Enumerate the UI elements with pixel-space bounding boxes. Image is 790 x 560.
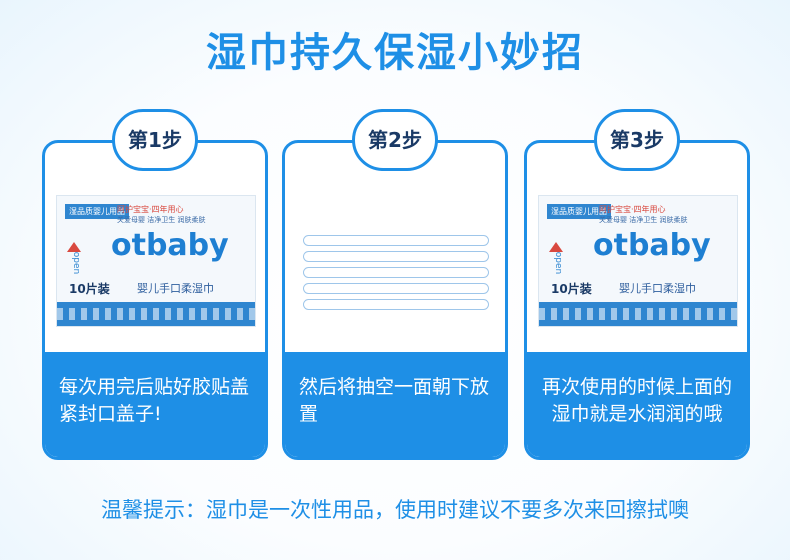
- open-arrow-icon: [549, 242, 563, 252]
- step-badge-1: 第1步: [112, 109, 198, 171]
- step-caption: 然后将抽空一面朝下放置: [285, 352, 505, 457]
- package-band: [539, 302, 737, 326]
- package-tag: 湿品质婴儿用品: [65, 204, 129, 219]
- step-caption: 每次用完后贴好胶贴盖紧封口盖子!: [45, 352, 265, 457]
- step-card-2: 然后将抽空一面朝下放置: [282, 140, 508, 460]
- wipes-package: 湿品质婴儿用品 阿护宝宝·四年用心 关爱母婴 洁净卫生 润肤柔肤 open ot…: [538, 195, 738, 327]
- step-card-1: 湿品质婴儿用品 阿护宝宝·四年用心 关爱母婴 洁净卫生 润肤柔肤 open ot…: [42, 140, 268, 460]
- page-title: 湿巾持久保湿小妙招: [206, 30, 584, 76]
- package-count: 10片装: [551, 282, 592, 296]
- package-band: [57, 302, 255, 326]
- brand-logo: otbaby: [111, 228, 229, 263]
- wipe-sheet: [303, 267, 489, 278]
- open-arrow-icon: [67, 242, 81, 252]
- wipe-sheet: [303, 299, 489, 310]
- package-slogan2: 关爱母婴 洁净卫生 润肤柔肤: [117, 216, 206, 224]
- product-name: 婴儿手口柔湿巾: [619, 282, 696, 295]
- step-badge-3: 第3步: [594, 109, 680, 171]
- open-label: open: [71, 251, 82, 275]
- wipe-sheet: [303, 235, 489, 246]
- package-tag: 湿品质婴儿用品: [547, 204, 611, 219]
- wipes-package: 湿品质婴儿用品 阿护宝宝·四年用心 关爱母婴 洁净卫生 润肤柔肤 open ot…: [56, 195, 256, 327]
- product-name: 婴儿手口柔湿巾: [137, 282, 214, 295]
- package-count: 10片装: [69, 282, 110, 296]
- step-caption: 再次使用的时候上面的湿巾就是水润润的哦: [527, 352, 747, 457]
- step-card-3: 湿品质婴儿用品 阿护宝宝·四年用心 关爱母婴 洁净卫生 润肤柔肤 open ot…: [524, 140, 750, 460]
- package-slogan: 阿护宝宝·四年用心: [599, 205, 666, 214]
- open-label: open: [553, 251, 564, 275]
- wipe-sheet: [303, 283, 489, 294]
- brand-logo: otbaby: [593, 228, 711, 263]
- wipes-stack: [303, 231, 489, 331]
- step-badge-2: 第2步: [352, 109, 438, 171]
- warm-tip: 温馨提示：湿巾是一次性用品，使用时建议不要多次来回擦拭噢: [101, 498, 689, 522]
- package-slogan: 阿护宝宝·四年用心: [117, 205, 184, 214]
- package-slogan2: 关爱母婴 洁净卫生 润肤柔肤: [599, 216, 688, 224]
- wipe-sheet: [303, 251, 489, 262]
